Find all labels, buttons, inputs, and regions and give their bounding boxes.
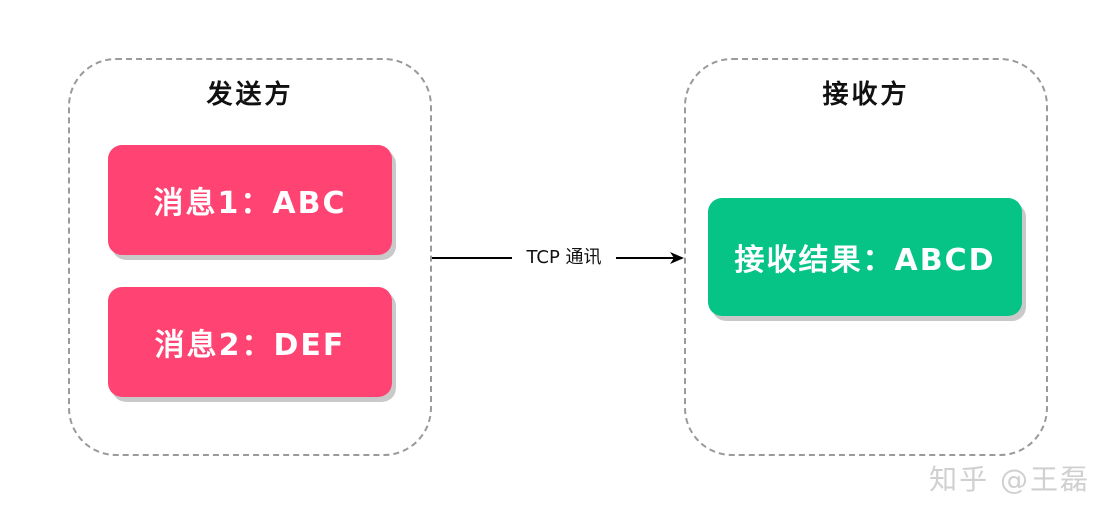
- message-2-label: 消息2：DEF: [154, 328, 346, 363]
- receiver-title: 接收方: [822, 80, 910, 110]
- watermark: 知乎 @王磊: [929, 463, 1090, 496]
- connection-label: TCP 通讯: [512, 246, 616, 270]
- sender-title: 发送方: [206, 80, 294, 110]
- message-1-label: 消息1：ABC: [153, 186, 347, 221]
- message-2-box: 消息2：DEF: [108, 287, 392, 397]
- receive-result-label: 接收结果：ABCD: [734, 243, 996, 278]
- receive-result-box: 接收结果：ABCD: [708, 198, 1022, 316]
- receiver-container: [684, 58, 1048, 456]
- message-1-box: 消息1：ABC: [108, 145, 392, 255]
- sender-container: [68, 58, 432, 456]
